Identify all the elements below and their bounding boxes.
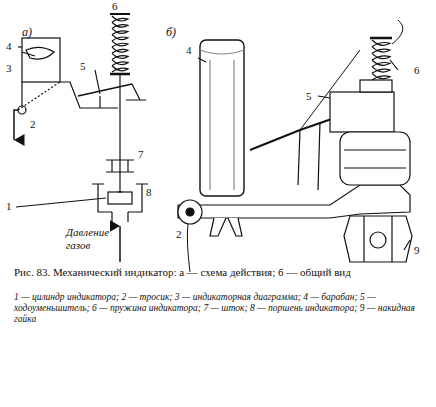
spring-coil xyxy=(112,22,128,28)
spring-coil xyxy=(372,40,390,47)
spring-coil xyxy=(112,66,128,72)
spring-coil xyxy=(372,47,390,54)
spring-coil xyxy=(112,53,128,59)
callout-number: 8 xyxy=(146,186,152,199)
figure-caption: Рис. 83. Механический индикатор: а — схе… xyxy=(14,266,428,279)
callout-number: 5 xyxy=(306,90,312,103)
spring-coil xyxy=(372,73,390,80)
label: Давление газов xyxy=(66,226,128,251)
spring-coil xyxy=(112,35,128,41)
callout-number: 6 xyxy=(414,64,420,77)
callout-number: 6 xyxy=(112,0,118,13)
spring-coil xyxy=(372,60,390,67)
callout-number: 1 xyxy=(6,200,12,213)
callout-number: 2 xyxy=(30,118,36,131)
spring-coil xyxy=(372,53,390,60)
spring-coil xyxy=(112,28,128,34)
spring-coil xyxy=(372,67,390,74)
callout-number: 4 xyxy=(186,44,192,57)
callout-number: 2 xyxy=(176,228,182,241)
spring-coil xyxy=(112,41,128,47)
callout-number: 3 xyxy=(6,62,12,75)
callout-number: 7 xyxy=(138,148,144,161)
spring-coil xyxy=(112,60,128,66)
spring-coil xyxy=(112,47,128,53)
callout-number: 4 xyxy=(6,40,12,53)
callout-number: 9 xyxy=(414,244,420,257)
callout-number: 5 xyxy=(80,60,86,73)
label: а) xyxy=(22,26,32,40)
label: б) xyxy=(166,26,176,40)
scheme xyxy=(14,14,148,262)
parts-list: 1 — цилиндр индикатора; 2 — тросик; 3 — … xyxy=(14,292,428,325)
general-view xyxy=(178,20,412,272)
spring-coil xyxy=(112,16,128,22)
